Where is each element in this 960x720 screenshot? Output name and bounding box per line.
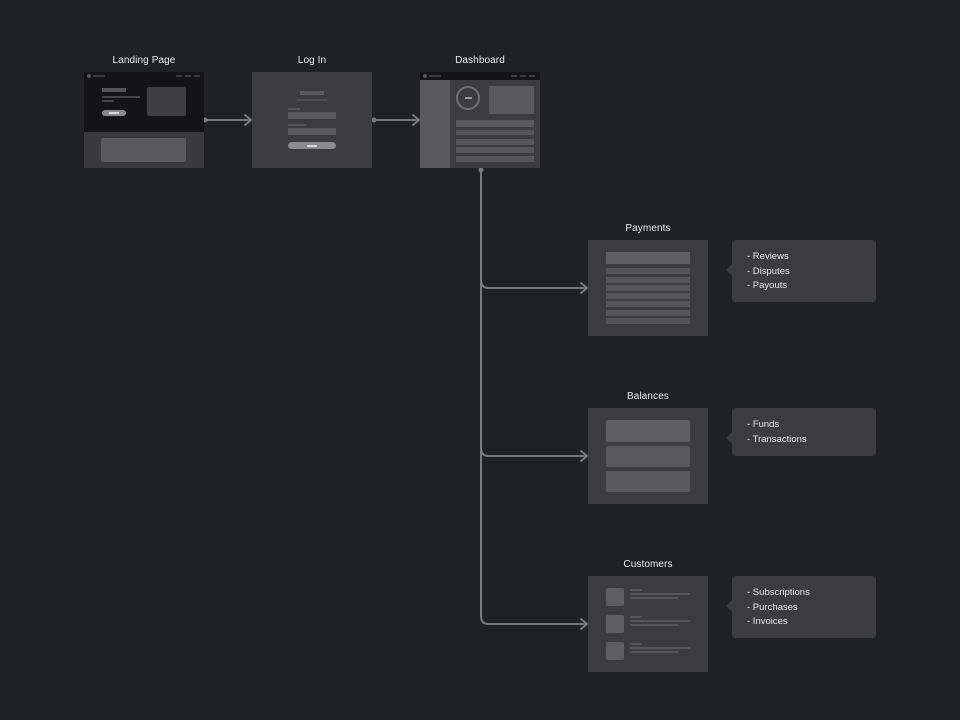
balances-note: - Funds - Transactions — [726, 408, 876, 456]
balances-note-item: - Funds — [747, 419, 780, 430]
arrowhead-payments — [580, 282, 588, 294]
customers-wireframe[interactable] — [588, 576, 708, 672]
arrowhead-customers — [580, 618, 588, 630]
customers-note-item: - Invoices — [747, 616, 788, 627]
connector-dot-dashboard — [478, 167, 484, 173]
connector-dashboard-customers — [480, 448, 586, 625]
payments-row — [606, 268, 690, 274]
payments-header-row — [606, 252, 690, 264]
arrowhead-login — [244, 114, 252, 126]
payments-wireframe[interactable] — [588, 240, 708, 336]
landing-page-wireframe[interactable] — [84, 72, 204, 168]
payments-row — [606, 285, 690, 291]
login-wireframe[interactable] — [252, 72, 372, 168]
landing-hero-image — [147, 87, 186, 116]
logo-icon — [87, 74, 91, 78]
landing-page-title: Landing Page — [112, 55, 176, 66]
payments-row — [606, 318, 690, 324]
landing-hero — [84, 72, 204, 132]
customer-avatar — [606, 588, 624, 606]
dashboard-sidebar — [420, 80, 450, 168]
login-password-field — [288, 128, 336, 135]
balances-card — [606, 420, 690, 442]
balances-card — [606, 446, 690, 467]
customers-note-item: - Subscriptions — [747, 587, 810, 598]
balances-note-item: - Transactions — [747, 433, 807, 445]
payments-row — [606, 310, 690, 316]
payments-note: - Reviews - Disputes - Payouts — [726, 240, 876, 302]
dashboard-title: Dashboard — [455, 55, 505, 66]
connector-dot-login — [371, 117, 377, 123]
customer-avatar — [606, 642, 624, 660]
landing-content-block — [101, 138, 186, 162]
balances-card — [606, 471, 690, 492]
arrowhead-dashboard — [412, 114, 420, 126]
dashboard-card — [489, 86, 534, 114]
customers-note-item: - Purchases — [747, 601, 798, 613]
payments-note-item: - Reviews — [747, 251, 789, 262]
logo-icon — [423, 74, 427, 78]
payments-note-item: - Disputes — [747, 265, 790, 277]
balances-title: Balances — [627, 391, 669, 402]
payments-note-item: - Payouts — [747, 280, 788, 291]
payments-row — [606, 301, 690, 307]
dashboard-topbar — [420, 72, 540, 80]
payments-row — [606, 277, 690, 283]
dashboard-wireframe[interactable] — [420, 72, 540, 168]
payments-title: Payments — [625, 223, 671, 234]
dashboard-gauge — [456, 86, 480, 110]
customer-avatar — [606, 615, 624, 633]
balances-wireframe[interactable] — [588, 408, 708, 504]
arrowhead-balances — [580, 450, 588, 462]
connector-dashboard-balances — [480, 280, 586, 457]
login-email-field — [288, 112, 336, 119]
customers-title: Customers — [623, 559, 673, 570]
payments-row — [606, 293, 690, 299]
login-title: Log In — [297, 55, 327, 66]
customers-note: - Subscriptions - Purchases - Invoices — [726, 576, 876, 638]
